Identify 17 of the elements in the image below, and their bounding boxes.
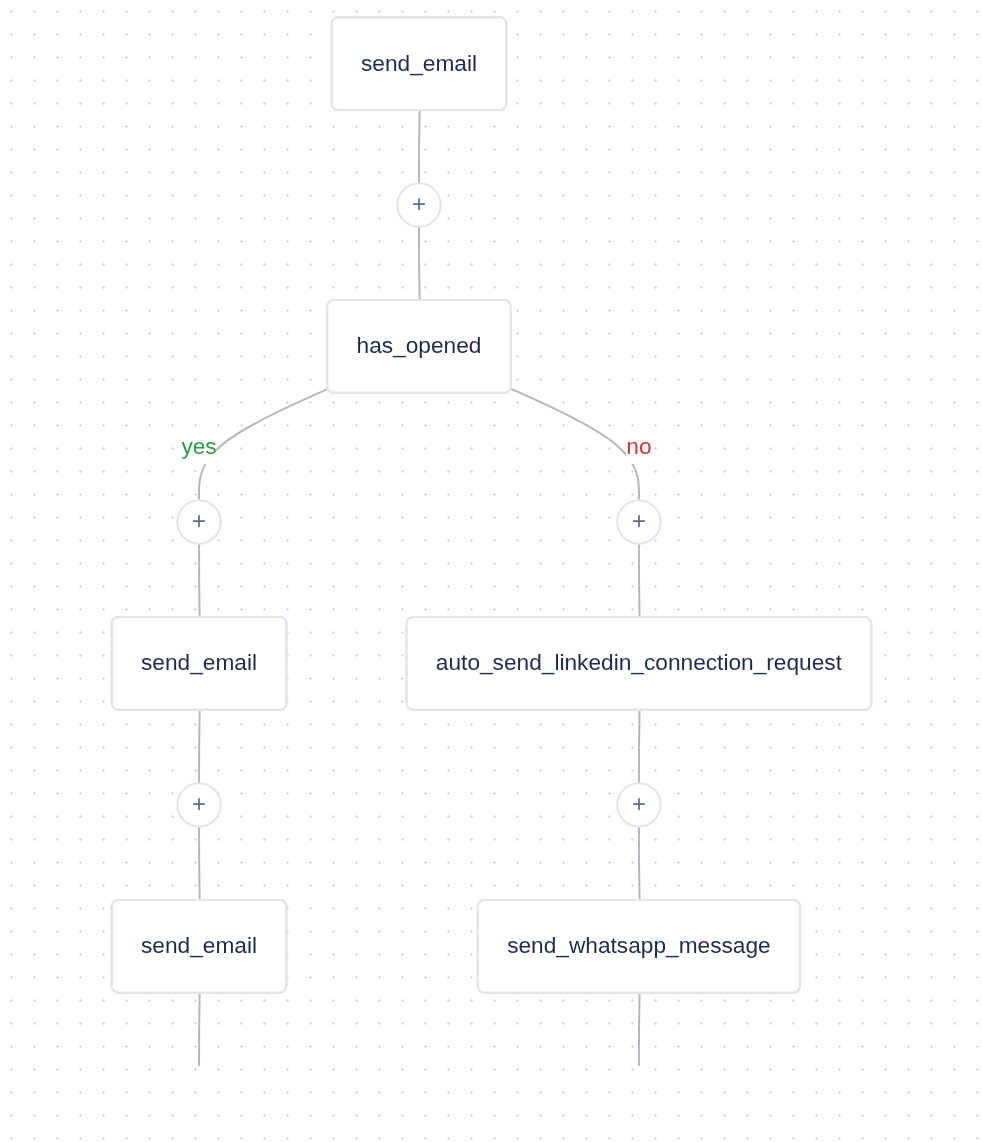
connector (197, 709, 201, 785)
node-circle: + (175, 782, 222, 828)
connector (637, 542, 641, 619)
node-circle: + (175, 499, 222, 545)
node-circle: + (395, 182, 442, 228)
connector (417, 225, 421, 302)
connector (197, 387, 329, 502)
connector (197, 992, 201, 1068)
edge-label: no (625, 433, 652, 459)
connector (637, 992, 641, 1068)
node-circle: + (615, 499, 662, 545)
connector (197, 542, 201, 619)
connector (417, 109, 421, 185)
connector (509, 387, 640, 502)
node-circle: + (615, 782, 662, 828)
edge-label: yes (180, 433, 217, 459)
connector (637, 709, 641, 785)
